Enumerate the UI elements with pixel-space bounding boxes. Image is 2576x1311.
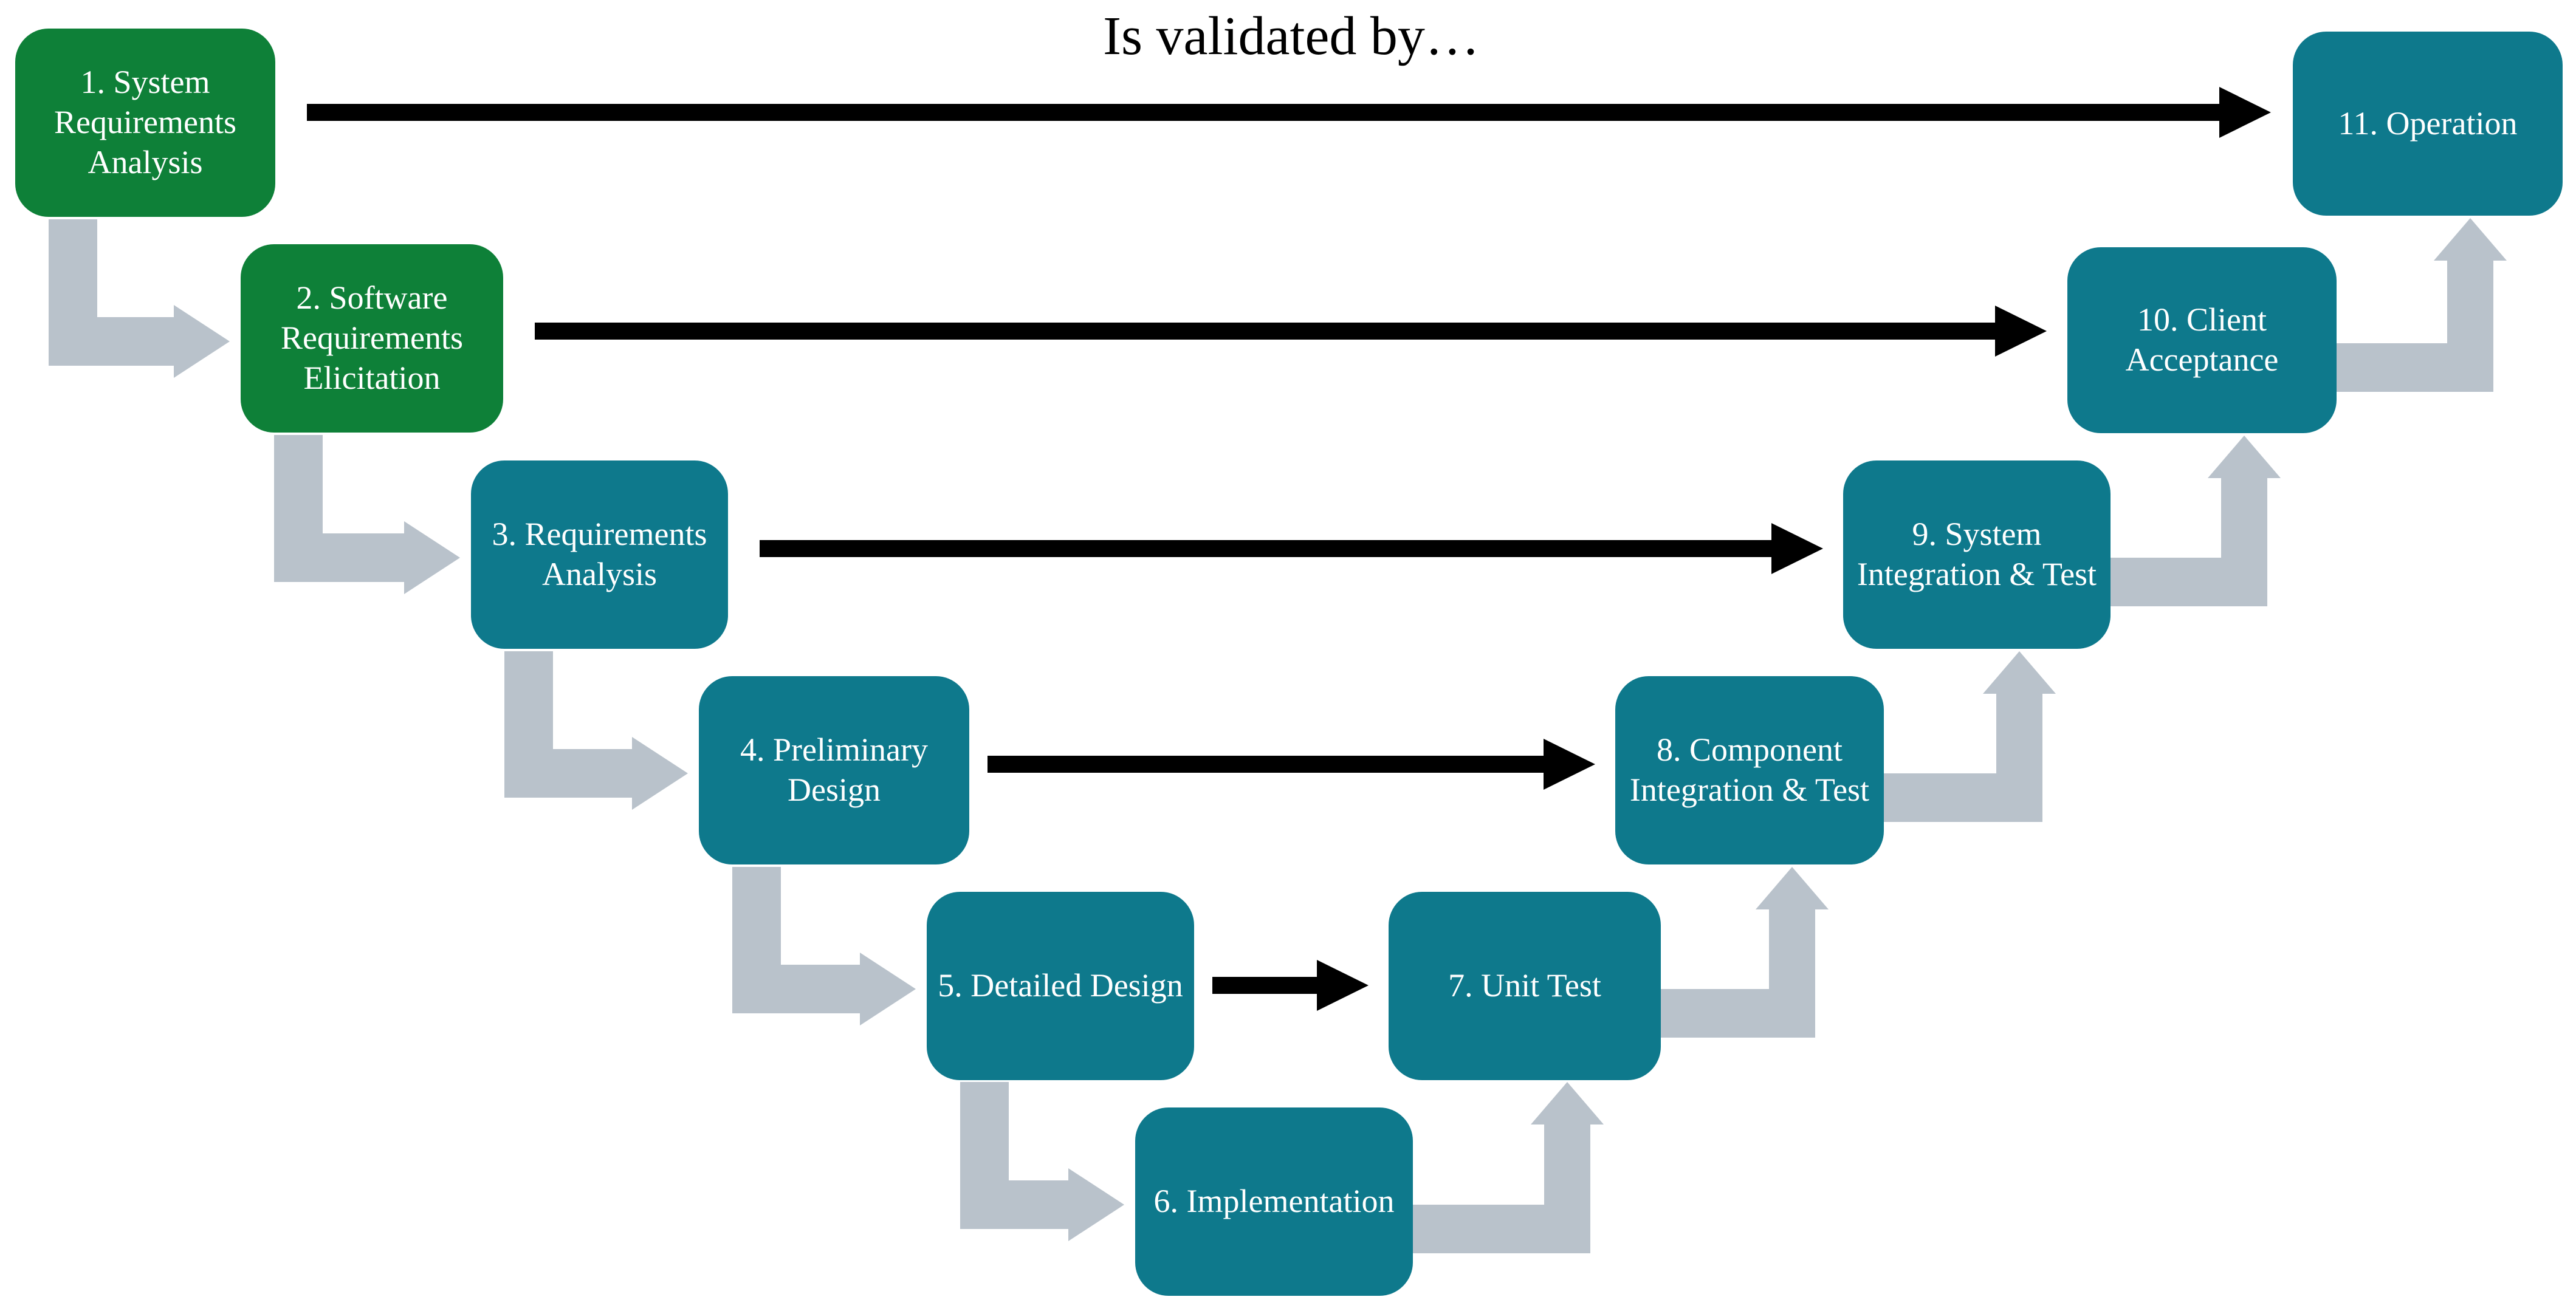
stage-box-10: 10. Client Acceptance	[2067, 247, 2337, 433]
flow-arrow-8-to-9	[1880, 651, 2056, 822]
stage-box-4: 4. Preliminary Design	[699, 676, 969, 864]
stage-label-11: 11. Operation	[2338, 104, 2518, 142]
validation-arrow-5-to-7	[1212, 960, 1369, 1011]
stage-label-8: 8. Component Integration & Test	[1629, 731, 1870, 808]
stage-label-3: 3. Requirements Analysis	[492, 516, 707, 592]
stage-box-2: 2. Software Requirements Elicitation	[241, 244, 503, 433]
stage-label-4: 4. Preliminary Design	[740, 731, 928, 808]
stage-label-1: 1. System Requirements Analysis	[54, 64, 236, 180]
stage-label-6: 6. Implementation	[1153, 1183, 1395, 1220]
validation-arrow-1-to-11	[307, 87, 2271, 138]
diagram-title: Is validated by…	[1103, 6, 1480, 66]
stage-box-9: 9. System Integration & Test	[1843, 460, 2111, 649]
stage-label-7: 7. Unit Test	[1448, 967, 1601, 1004]
flow-arrow-3-to-4	[504, 651, 688, 810]
stage-label-9: 9. System Integration & Test	[1856, 516, 2097, 592]
flow-arrow-6-to-7	[1409, 1082, 1604, 1253]
stage-box-1: 1. System Requirements Analysis	[15, 29, 275, 217]
stage-box-8: 8. Component Integration & Test	[1615, 676, 1884, 864]
validation-arrow-4-to-8	[987, 739, 1595, 790]
flow-arrow-2-to-3	[274, 435, 460, 594]
stage-box-11: 11. Operation	[2293, 32, 2563, 216]
validation-arrow-3-to-9	[760, 523, 1823, 574]
flow-arrow-1-to-2	[49, 219, 230, 378]
stage-label-10: 10. Client Acceptance	[2125, 301, 2279, 378]
stage-box-6: 6. Implementation	[1135, 1107, 1413, 1296]
stage-box-3: 3. Requirements Analysis	[471, 460, 728, 649]
stage-label-2: 2. Software Requirements Elicitation	[281, 279, 463, 396]
flow-arrow-9-to-10	[2107, 436, 2281, 606]
stage-box-7: 7. Unit Test	[1389, 892, 1661, 1080]
flow-arrow-4-to-5	[732, 867, 916, 1025]
flow-arrow-7-to-8	[1657, 867, 1829, 1038]
validation-arrow-2-to-10	[535, 306, 2047, 357]
flow-arrow-10-to-11	[2333, 218, 2507, 392]
stage-label-5: 5. Detailed Design	[938, 967, 1183, 1004]
flow-arrow-5-to-6	[960, 1082, 1124, 1241]
stage-box-5: 5. Detailed Design	[927, 892, 1194, 1080]
